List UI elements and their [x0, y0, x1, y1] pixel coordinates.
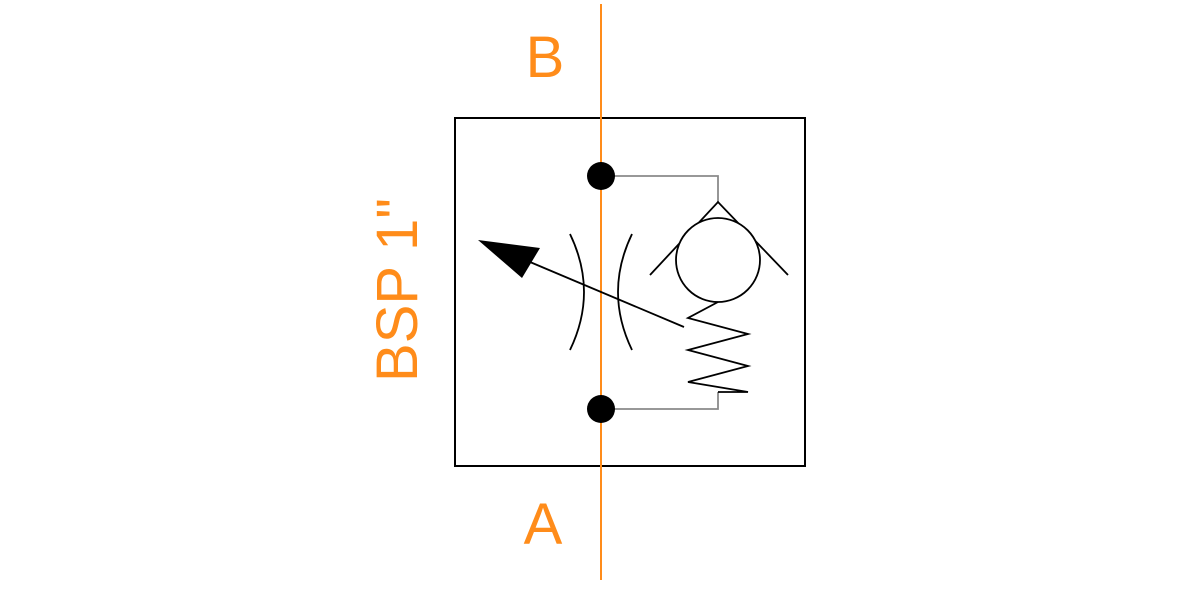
check-valve-ball [675, 217, 761, 303]
port-label-b: B [526, 25, 565, 90]
check-valve-seat [649, 200, 789, 276]
adjustable-arrow-head [478, 240, 540, 278]
port-label-a: A [524, 492, 563, 557]
bypass-line-top [601, 175, 719, 202]
spring-icon [684, 301, 752, 393]
throttle-arc-right [617, 233, 633, 351]
size-label: BSP 1" [365, 198, 430, 382]
adjustable-arrow-shaft [529, 261, 685, 328]
valve-body [454, 117, 806, 467]
throttle-arc-left [569, 233, 585, 351]
bypass-line-bottom [601, 392, 719, 410]
junction-dot-bottom [587, 395, 615, 423]
junction-dot-top [587, 162, 615, 190]
